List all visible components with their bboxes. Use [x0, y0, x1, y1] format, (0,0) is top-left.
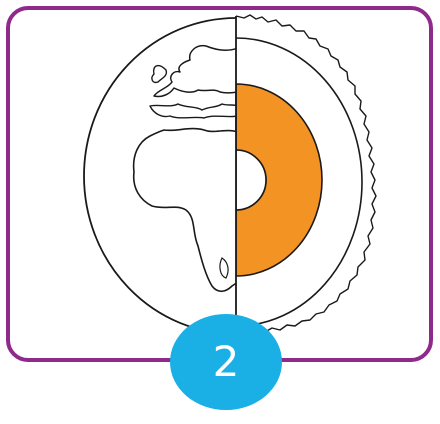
continent-scandinavia — [152, 66, 166, 83]
continent-mediterranean-coast — [150, 104, 238, 118]
continents — [134, 46, 238, 292]
step-number-badge: 2 — [170, 314, 282, 410]
step-number-label: 2 — [213, 341, 240, 383]
